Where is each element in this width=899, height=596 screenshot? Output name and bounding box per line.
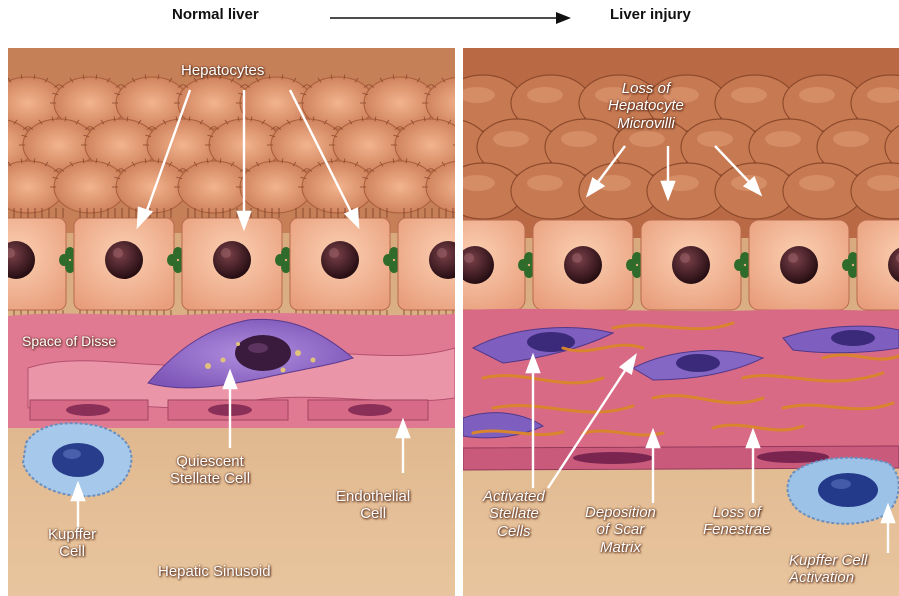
fenestrae-loss-label: Loss of Fenestrae [703,504,771,539]
quiescent-line1: Quiescent [170,453,250,470]
transition-arrow [328,10,573,26]
kupffer-activation-line2: Activation [789,569,867,586]
endothelial-cell-label: Endothelial Cell [336,488,410,523]
normal-liver-panel: Hepatocytes Space of Disse Quiescent Ste… [8,48,455,596]
hepatocyte-nucleus [105,241,143,279]
kupffer-activation-line1: Kupffer Cell [789,552,867,569]
endothelial-line2: Cell [336,505,410,522]
scar-matrix-label: Deposition of Scar Matrix [585,504,656,556]
microvilli-line3: Microvilli [608,115,684,132]
kupffer-cell-label: Kupffer Cell [48,526,96,561]
quiescent-stellate-label: Quiescent Stellate Cell [170,453,250,488]
scar-line2: of Scar [585,521,656,538]
hepatocyte-nucleus [213,241,251,279]
fenestrae-line1: Loss of [703,504,771,521]
activated-line2: Stellate [483,505,545,522]
normal-liver-title: Normal liver [172,6,259,23]
injured-hepatocyte-nucleus [564,246,602,284]
liver-injury-panel: Loss of Hepatocyte Microvilli Activated … [463,48,899,596]
activated-line1: Activated [483,488,545,505]
scar-line1: Deposition [585,504,656,521]
hepatocytes-label: Hepatocytes [181,62,264,79]
space-of-disse-label: Space of Disse [22,333,116,349]
hepatic-sinusoid-label: Hepatic Sinusoid [158,563,271,580]
activated-stellate-label: Activated Stellate Cells [483,488,545,540]
kupffer-activation-label: Kupffer Cell Activation [789,552,867,587]
liver-injury-title: Liver injury [610,6,691,23]
microvilli-loss-label: Loss of Hepatocyte Microvilli [608,80,684,132]
endothelial-line1: Endothelial [336,488,410,505]
kupffer-line2: Cell [48,543,96,560]
activated-kupffer-cell [788,458,899,524]
fenestrae-line2: Fenestrae [703,521,771,538]
hepatocyte-nucleus [321,241,359,279]
kupffer-line1: Kupffer [48,526,96,543]
hepatocyte-row [8,208,455,318]
activated-line3: Cells [483,523,545,540]
microvilli-line2: Hepatocyte [608,97,684,114]
top-hepatocyte-layer [8,74,455,213]
scar-line3: Matrix [585,539,656,556]
injured-hepatocyte-nucleus [672,246,710,284]
injured-hepatocyte-nucleus [780,246,818,284]
microvilli-line1: Loss of [608,80,684,97]
quiescent-line2: Stellate Cell [170,470,250,487]
